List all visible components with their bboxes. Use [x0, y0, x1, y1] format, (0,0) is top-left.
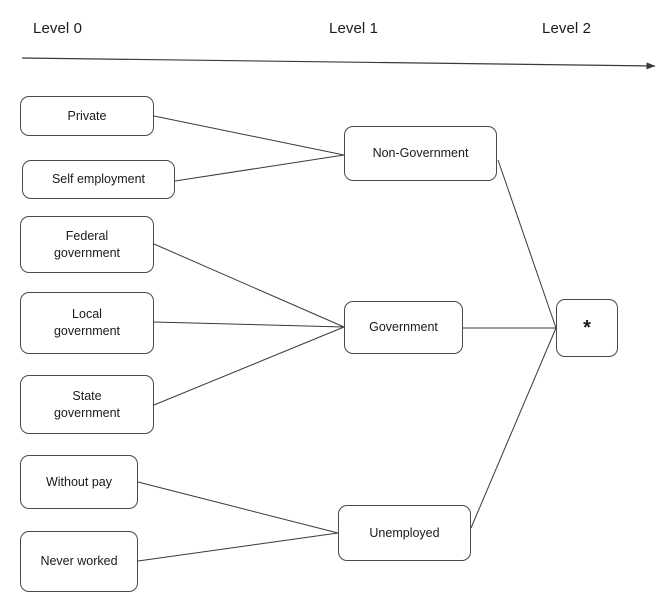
level-arrow-line — [21, 57, 656, 70]
node-government[interactable]: Government — [344, 301, 463, 354]
edge-without-pay-to-unemployed — [137, 481, 339, 534]
node-label-non-government: Non-Government — [372, 146, 469, 161]
level-header-level-0: Level 0 — [33, 20, 83, 37]
node-label-unemployed: Unemployed — [369, 525, 440, 540]
level-progression-arrow — [21, 57, 656, 70]
edge-self-employment-to-non-government — [174, 154, 345, 182]
node-label-federal-government: Federal government — [53, 228, 120, 260]
node-label-without-pay: Without pay — [45, 474, 112, 489]
node-label-government: Government — [369, 320, 438, 335]
edge-local-government-to-government — [153, 321, 345, 328]
node-state-government[interactable]: State government — [20, 375, 154, 434]
edge-never-worked-to-unemployed — [137, 532, 339, 562]
node-never-worked[interactable]: Never worked — [20, 531, 138, 592]
level-header-level-2: Level 2 — [542, 20, 592, 37]
node-federal-government[interactable]: Federal government — [20, 216, 154, 273]
node-label-never-worked: Never worked — [40, 554, 118, 569]
node-label-state-government: State government — [53, 388, 120, 420]
node-label-private: Private — [67, 108, 107, 123]
edge-unemployed-to-root — [470, 327, 557, 529]
node-label-root-star: * — [583, 317, 591, 339]
edge-non-government-to-root — [497, 159, 557, 329]
hierarchy-edges — [137, 115, 557, 562]
edge-federal-government-to-government — [153, 243, 345, 328]
node-unemployed[interactable]: Unemployed — [338, 505, 471, 561]
node-local-government[interactable]: Local government — [20, 292, 154, 354]
node-self-employment[interactable]: Self employment — [22, 160, 175, 199]
edge-private-to-non-government — [153, 115, 345, 156]
node-root-star[interactable]: * — [556, 299, 618, 357]
edge-state-government-to-government — [153, 326, 345, 406]
node-label-self-employment: Self employment — [51, 172, 146, 187]
node-without-pay[interactable]: Without pay — [20, 455, 138, 509]
node-label-local-government: Local government — [53, 307, 120, 338]
node-private[interactable]: Private — [20, 96, 154, 136]
node-non-government[interactable]: Non-Government — [344, 126, 497, 181]
level-header-level-1: Level 1 — [329, 20, 379, 37]
